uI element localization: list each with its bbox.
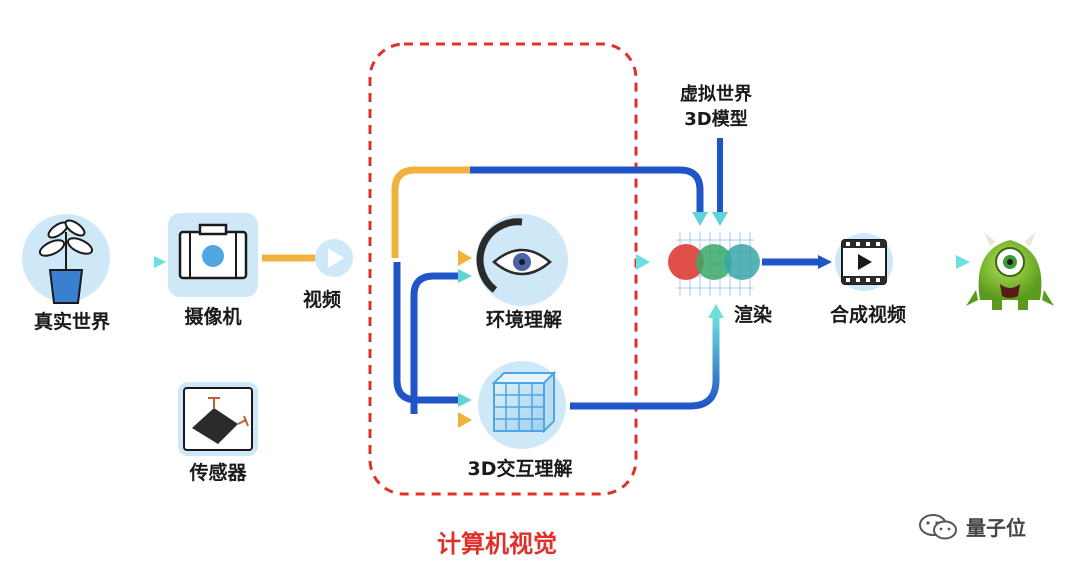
blue-environment-arrowhead — [458, 269, 472, 283]
composite-video-label: 合成视频 — [829, 304, 907, 326]
sensor-icon — [178, 382, 258, 456]
blue-down-to-interaction-flow — [393, 262, 458, 404]
camera-icon — [168, 213, 258, 297]
virtual-world-arrowhead — [712, 212, 728, 226]
blue-interaction-arrowhead — [458, 393, 472, 407]
environment-render-arrowhead — [636, 254, 650, 270]
real-world-label: 真实世界 — [33, 311, 111, 333]
camera-label: 摄像机 — [184, 306, 242, 328]
interaction-render-arrowhead — [708, 304, 724, 318]
video-to-render-orange-flow — [391, 166, 470, 258]
environment-understanding-label: 环境理解 — [485, 309, 563, 331]
rgb-circles-icon — [668, 232, 760, 296]
blue-up-to-environment-flow — [410, 272, 458, 414]
watermark: 量子位 — [918, 512, 1026, 541]
watermark-text: 量子位 — [966, 516, 1026, 540]
environment-input-arrowhead — [458, 250, 472, 266]
composite-monster-arrowhead — [956, 255, 970, 269]
interaction-input-arrowhead — [458, 412, 472, 428]
sensor-label: 传感器 — [189, 462, 247, 484]
render-composite-arrowhead — [818, 255, 832, 269]
monster-icon — [966, 232, 1054, 310]
interaction-to-render-flow — [570, 316, 720, 410]
video-label: 视频 — [302, 289, 342, 311]
wechat-icon — [919, 513, 957, 539]
virtual-world-line2: 3D模型 — [684, 109, 748, 130]
top-blue-arrowhead — [692, 212, 708, 226]
top-blue-flow — [470, 166, 704, 212]
film-icon — [835, 233, 893, 291]
play-icon — [315, 239, 353, 277]
plant-icon — [22, 214, 110, 304]
virtual-world-line1: 虚拟世界 — [680, 84, 752, 105]
realworld-camera-arrowhead — [154, 256, 166, 268]
rendering-label: 渲染 — [733, 304, 773, 326]
grid-cube-icon — [478, 361, 566, 449]
computer-vision-region-label: 计算机视觉 — [437, 530, 557, 558]
interaction-understanding-label: 3D交互理解 — [467, 458, 573, 480]
eye-icon — [476, 214, 568, 306]
computer-vision-region — [368, 42, 638, 496]
virtual-world-label: 虚拟世界 3D模型 — [680, 82, 752, 132]
